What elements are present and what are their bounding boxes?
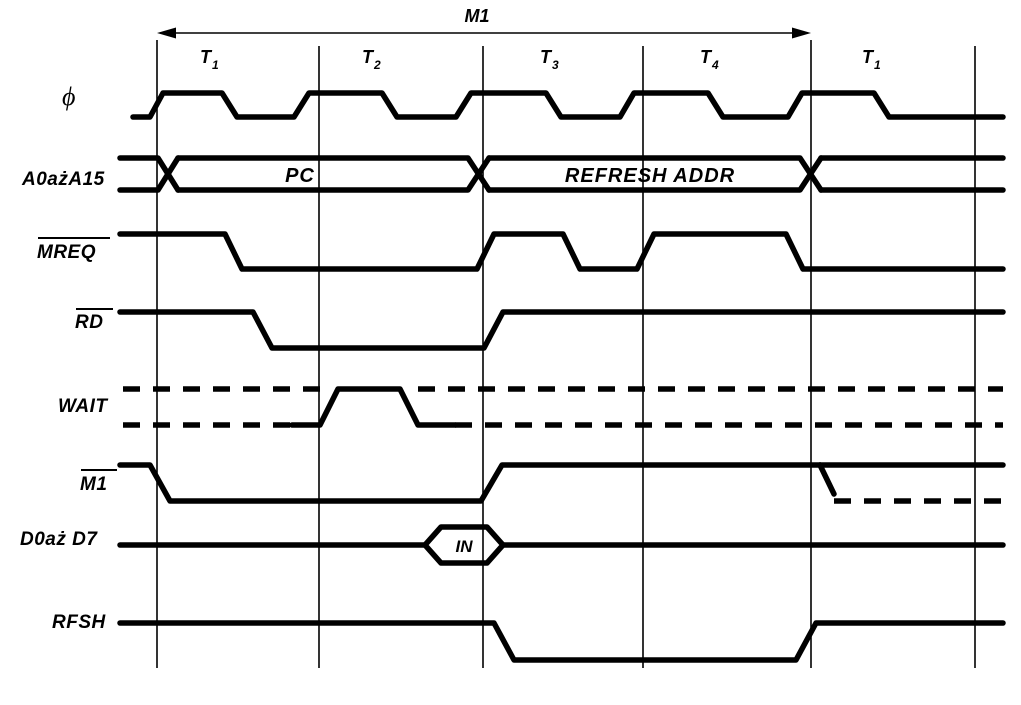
t-state-label-0: T 1 — [200, 47, 219, 72]
cycle-marker-m1: M1 — [157, 6, 811, 39]
signal-label-address-bus: A0ażA15 — [21, 169, 105, 190]
rfsh-trace — [117, 620, 1006, 663]
address-bus-pc-top — [175, 155, 492, 193]
t-state-labels: T 1 T 2 T 3 T 4 T 1 — [200, 47, 881, 72]
signal-label-rd: RD — [75, 312, 103, 333]
address-bus-refresh-top — [486, 155, 824, 193]
t-state-base-2: T — [540, 47, 553, 67]
t-state-label-2: T 3 — [540, 47, 559, 72]
rd-trace — [117, 309, 1006, 351]
signal-label-group-rd: RD — [75, 308, 113, 333]
clock-trace — [130, 90, 1006, 120]
cycle-label-m1: M1 — [464, 6, 489, 26]
waveform-m1 — [117, 462, 1006, 504]
grid-lines — [156, 40, 976, 668]
address-bus-bottom — [117, 155, 181, 193]
signal-labels: ϕ A0ażA15 MREQ RD WAIT M1 D0aż D7 RFSH — [20, 82, 117, 633]
address-bus-value-pc: PC — [285, 165, 315, 187]
signal-label-group-m1: M1 — [80, 469, 117, 495]
wait-pulse — [289, 386, 458, 428]
t-state-label-3: T 4 — [700, 47, 719, 72]
waveform-clock — [130, 90, 1006, 120]
t-state-sub-4: 1 — [874, 58, 881, 72]
address-bus-refresh-bottom — [486, 155, 824, 193]
waveform-mreq — [117, 231, 1006, 272]
m1-falling-edge-next — [817, 462, 837, 497]
waveform-address-bus: PC REFRESH ADDR — [117, 155, 1006, 193]
t-state-label-4: T 1 — [862, 47, 881, 72]
t-state-base-4: T — [862, 47, 875, 67]
signal-label-data-bus: D0aż D7 — [20, 529, 98, 550]
signal-label-wait: WAIT — [58, 396, 108, 417]
waveform-rfsh — [117, 620, 1006, 663]
waveform-rd — [117, 309, 1006, 351]
t-state-base-1: T — [362, 47, 375, 67]
address-bus-top — [117, 155, 181, 193]
t-state-label-1: T 2 — [362, 47, 381, 72]
waveform-data-bus: IN — [117, 524, 1006, 566]
t-state-sub-2: 3 — [552, 58, 559, 72]
waveform-wait — [123, 386, 1003, 428]
data-bus-value-in: IN — [456, 537, 474, 556]
mreq-trace — [117, 231, 1006, 272]
cycle-arrow-left — [157, 27, 176, 39]
t-state-sub-0: 1 — [212, 58, 219, 72]
t-state-sub-3: 4 — [711, 58, 719, 72]
signal-label-clock: ϕ — [62, 82, 75, 111]
signal-label-group-mreq: MREQ — [37, 237, 110, 263]
signal-label-rfsh: RFSH — [52, 612, 107, 633]
signal-label-m1: M1 — [80, 474, 107, 495]
t-state-base-0: T — [200, 47, 213, 67]
t-state-base-3: T — [700, 47, 713, 67]
address-bus-value-refresh: REFRESH ADDR — [565, 165, 735, 187]
m1-trace — [117, 462, 823, 504]
address-bus-pc-bottom — [175, 155, 492, 193]
cycle-arrow-right — [792, 27, 811, 39]
signal-label-mreq: MREQ — [37, 242, 96, 263]
t-state-sub-1: 2 — [373, 58, 381, 72]
